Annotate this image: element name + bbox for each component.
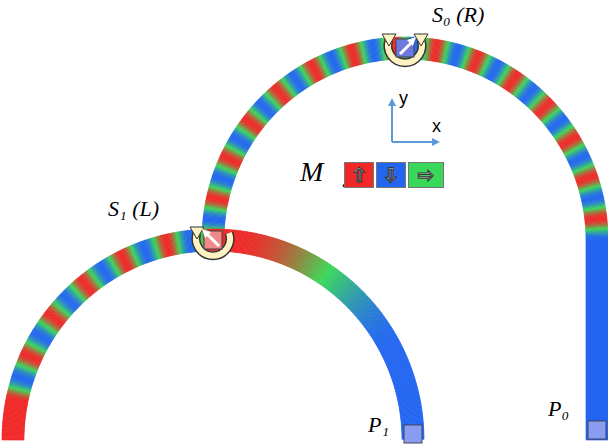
legend-arrow: ⇨ (418, 165, 435, 185)
spin-arrow-head (202, 229, 211, 238)
probe-label: P₀ (548, 396, 569, 421)
legend-swatch: ⇨ (408, 162, 444, 188)
probe-label: P₁ (368, 412, 389, 437)
spin-arrow-head (407, 37, 416, 46)
probe-cell (404, 425, 422, 443)
y-axis (391, 100, 393, 142)
probe-cell (588, 421, 606, 439)
rotation-arrow (190, 227, 230, 256)
band-stripe (586, 238, 608, 239)
legend-arrow: ⇧ (351, 165, 368, 185)
axis-label: y (399, 88, 408, 109)
legend-swatch: ⇧ (344, 162, 374, 188)
legend-swatch: ⇩ (376, 162, 406, 188)
spin-label: S₀ (R) (432, 2, 484, 27)
legend-arrow: ⇩ (383, 165, 400, 185)
spin-label: S₁ (L) (108, 196, 159, 221)
axis-label: x (432, 116, 441, 137)
magnetization-bands (2, 37, 608, 440)
x-axis (392, 141, 438, 143)
rotation-arrow (382, 34, 428, 63)
